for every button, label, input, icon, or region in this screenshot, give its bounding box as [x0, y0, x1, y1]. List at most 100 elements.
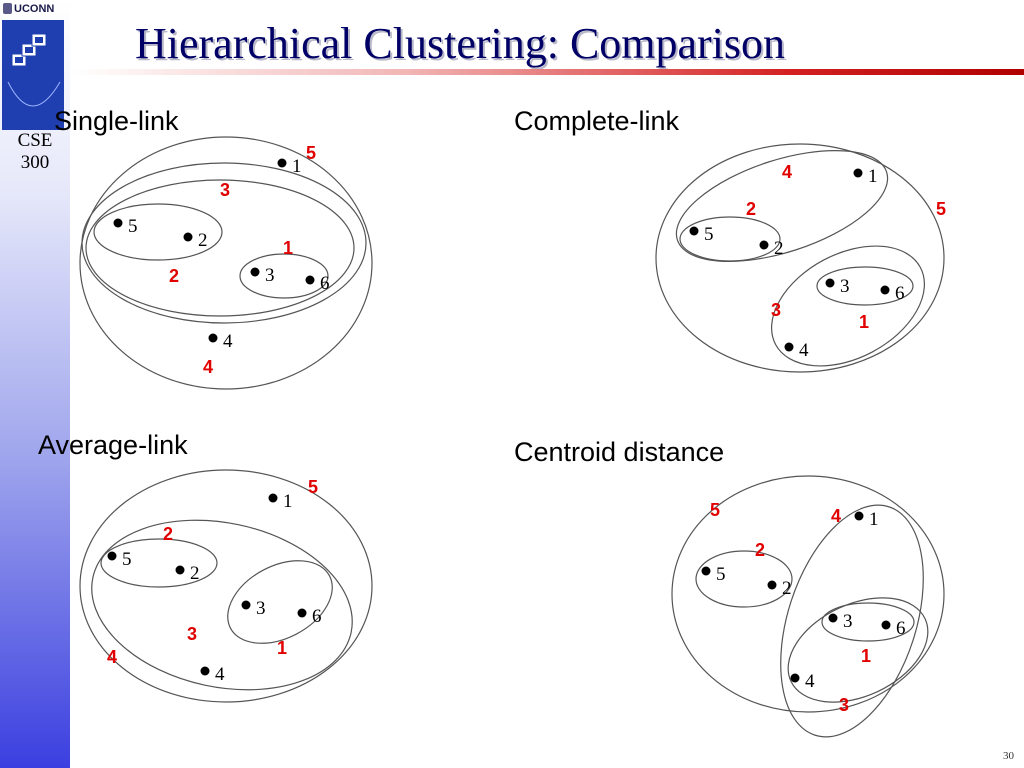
title-underline — [72, 69, 1024, 75]
complete-link-point-6 — [880, 285, 890, 295]
panel-label-centroid-distance: Centroid distance — [514, 437, 725, 467]
centroid-distance-point-label-3: 3 — [843, 611, 853, 632]
average-link-point-6 — [297, 608, 307, 618]
sidebar: UCONN CSE 300 — [0, 0, 70, 768]
complete-link-point-1 — [853, 168, 863, 178]
single-link-point-6 — [305, 275, 315, 285]
centroid-cluster-25 — [695, 550, 793, 608]
average-link-merge-order-2: 2 — [163, 524, 173, 544]
centroid-distance-point-5 — [701, 566, 711, 576]
average-link-point-label-1: 1 — [283, 491, 293, 512]
average-link-cluster-25 — [100, 538, 218, 588]
centroid-distance-point-3 — [828, 613, 838, 623]
complete-link-cluster-all — [655, 143, 945, 373]
complete-link-merge-order-4: 4 — [782, 162, 792, 182]
average-link-point-label-3: 3 — [256, 598, 266, 619]
single-link-point-label-6: 6 — [320, 273, 330, 294]
single-link-merge-order-2: 2 — [169, 266, 179, 286]
single-link-cluster-36 — [239, 253, 329, 299]
centroid-cluster-all — [671, 475, 945, 713]
centroid-distance-merge-order-1: 1 — [861, 646, 871, 666]
centroid-distance-merge-order-3: 3 — [839, 695, 849, 715]
centroid-distance-point-label-2: 2 — [782, 578, 792, 599]
complete-link-merge-order-2: 2 — [746, 199, 756, 219]
centroid-distance-point-2 — [767, 580, 777, 590]
single-link-cluster-25 — [93, 203, 223, 261]
centroid-distance-point-label-4: 4 — [805, 671, 815, 692]
centroid-cluster-346 — [787, 597, 929, 703]
single-link-point-1 — [277, 158, 287, 168]
single-link-merge-order-4: 4 — [203, 357, 213, 377]
course-line-2: 300 — [20, 152, 50, 173]
complete-link-merge-order-3: 3 — [771, 300, 781, 320]
centroid-cluster-36 — [821, 602, 915, 642]
single-link-point-label-5: 5 — [128, 216, 138, 237]
centroid-distance-point-label-1: 1 — [869, 509, 879, 530]
page-number: 30 — [1003, 750, 1014, 762]
panel-label-single-link: Single-link — [54, 106, 179, 136]
single-link-point-3 — [250, 267, 260, 277]
complete-link-point-label-6: 6 — [895, 283, 905, 304]
average-link-merge-order-3: 3 — [187, 624, 197, 644]
centroid-cluster-1346 — [780, 504, 924, 738]
cse-logo-icon — [2, 20, 64, 130]
complete-link-cluster-125 — [675, 149, 889, 263]
complete-link-cluster-346 — [770, 245, 926, 367]
complete-link-point-label-3: 3 — [840, 276, 850, 297]
average-link-point-label-4: 4 — [215, 664, 225, 685]
single-link-point-4 — [208, 333, 218, 343]
complete-link-point-3 — [825, 278, 835, 288]
slide-title: Hierarchical Clustering: Comparison — [135, 19, 786, 68]
average-link-point-4 — [200, 666, 210, 676]
complete-link-point-label-5: 5 — [704, 224, 714, 245]
centroid-distance-point-1 — [854, 511, 864, 521]
average-link-point-label-6: 6 — [312, 606, 322, 627]
seal-icon — [3, 3, 12, 14]
panel-label-complete-link: Complete-link — [514, 106, 680, 136]
average-link-cluster-23456 — [91, 519, 353, 691]
average-link-point-label-2: 2 — [190, 563, 200, 584]
complete-link-point-label-1: 1 — [868, 166, 878, 187]
brand-text: UCONN — [14, 3, 55, 15]
course-line-1: CSE — [17, 130, 53, 151]
single-link-point-2 — [183, 232, 193, 242]
single-link-point-label-3: 3 — [265, 265, 275, 286]
single-link-merge-order-5: 5 — [306, 143, 316, 163]
average-link-cluster-all — [79, 469, 373, 703]
complete-link-point-label-2: 2 — [774, 238, 784, 259]
average-link-point-3 — [241, 600, 251, 610]
single-link-cluster-12356 — [81, 162, 367, 324]
average-link-cluster-36 — [227, 560, 333, 644]
complete-link-cluster-36 — [816, 266, 914, 306]
single-link-cluster-2356 — [85, 179, 355, 317]
complete-link-merge-order-5: 5 — [936, 199, 946, 219]
single-link-point-label-1: 1 — [292, 156, 302, 177]
average-link-point-1 — [268, 493, 278, 503]
centroid-distance-point-label-6: 6 — [896, 618, 906, 639]
average-link-point-5 — [107, 551, 117, 561]
average-link-point-label-5: 5 — [122, 549, 132, 570]
centroid-distance-merge-order-2: 2 — [755, 540, 765, 560]
complete-link-merge-order-1: 1 — [859, 312, 869, 332]
uconn-brand: UCONN — [3, 3, 54, 15]
single-link-point-5 — [113, 218, 123, 228]
centroid-distance-merge-order-4: 4 — [831, 506, 841, 526]
single-link-cluster-all — [79, 136, 373, 390]
single-link-point-label-2: 2 — [198, 230, 208, 251]
complete-link-cluster-25 — [679, 216, 781, 262]
average-link-merge-order-4: 4 — [107, 647, 117, 667]
centroid-distance-point-4 — [790, 673, 800, 683]
average-link-point-2 — [175, 565, 185, 575]
complete-link-point-label-4: 4 — [799, 340, 809, 361]
single-link-merge-order-1: 1 — [283, 238, 293, 258]
average-link-merge-order-5: 5 — [308, 477, 318, 497]
complete-link-point-2 — [759, 240, 769, 250]
average-link-merge-order-1: 1 — [277, 638, 287, 658]
panel-label-average-link: Average-link — [38, 430, 188, 460]
centroid-distance-merge-order-5: 5 — [710, 500, 720, 520]
single-link-merge-order-3: 3 — [220, 180, 230, 200]
course-code: CSE 300 — [0, 130, 70, 174]
single-link-point-label-4: 4 — [223, 331, 233, 352]
centroid-distance-point-6 — [881, 620, 891, 630]
